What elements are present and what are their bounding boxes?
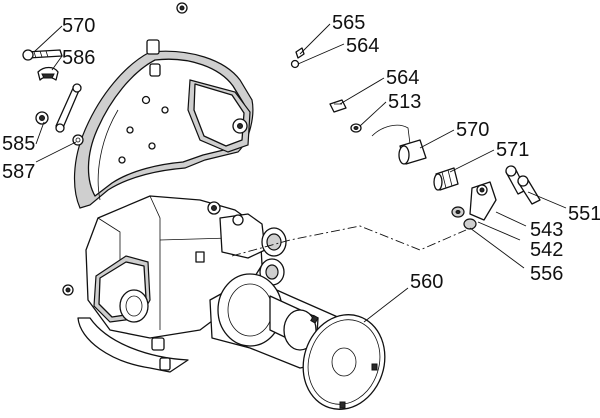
callout-571: 571 xyxy=(496,139,529,161)
top-screw-part xyxy=(176,2,188,14)
lower-handle-guard xyxy=(77,255,189,373)
callout-570-top-left: 570 xyxy=(62,15,95,37)
spring-clip-part xyxy=(22,49,63,61)
callout-585: 585 xyxy=(2,133,35,155)
guard-bolt-part xyxy=(35,111,49,125)
cutting-blade xyxy=(302,314,386,410)
callout-570-right: 570 xyxy=(456,119,489,141)
callout-586: 586 xyxy=(62,47,95,69)
callout-564-top: 564 xyxy=(346,35,379,57)
threaded-sleeve-part xyxy=(433,167,459,191)
small-nuts-part xyxy=(451,206,477,230)
assembly-centerline xyxy=(231,225,467,257)
clamp-bracket-part xyxy=(37,66,59,81)
callout-labels: 570 586 585 587 565 564 564 513 570 571 … xyxy=(2,12,600,293)
bolt-pair-part xyxy=(505,165,541,205)
guard-washer-part xyxy=(72,134,84,146)
callout-551: 551 xyxy=(568,203,600,225)
leader-lines xyxy=(33,23,567,323)
ring-washer-part xyxy=(350,123,362,133)
callout-556: 556 xyxy=(530,263,563,285)
lever-arm-part xyxy=(55,83,82,133)
callout-543: 543 xyxy=(530,219,563,241)
callout-565: 565 xyxy=(332,12,365,34)
callout-587: 587 xyxy=(2,161,35,183)
callout-564-middle: 564 xyxy=(386,67,419,89)
callout-542: 542 xyxy=(530,239,563,261)
bracket-block-part xyxy=(469,181,497,221)
cable-tube-part xyxy=(371,124,427,165)
small-screw-part xyxy=(290,47,305,69)
callout-513: 513 xyxy=(388,91,421,113)
upper-blade-guard xyxy=(73,39,254,209)
callout-560: 560 xyxy=(410,271,443,293)
